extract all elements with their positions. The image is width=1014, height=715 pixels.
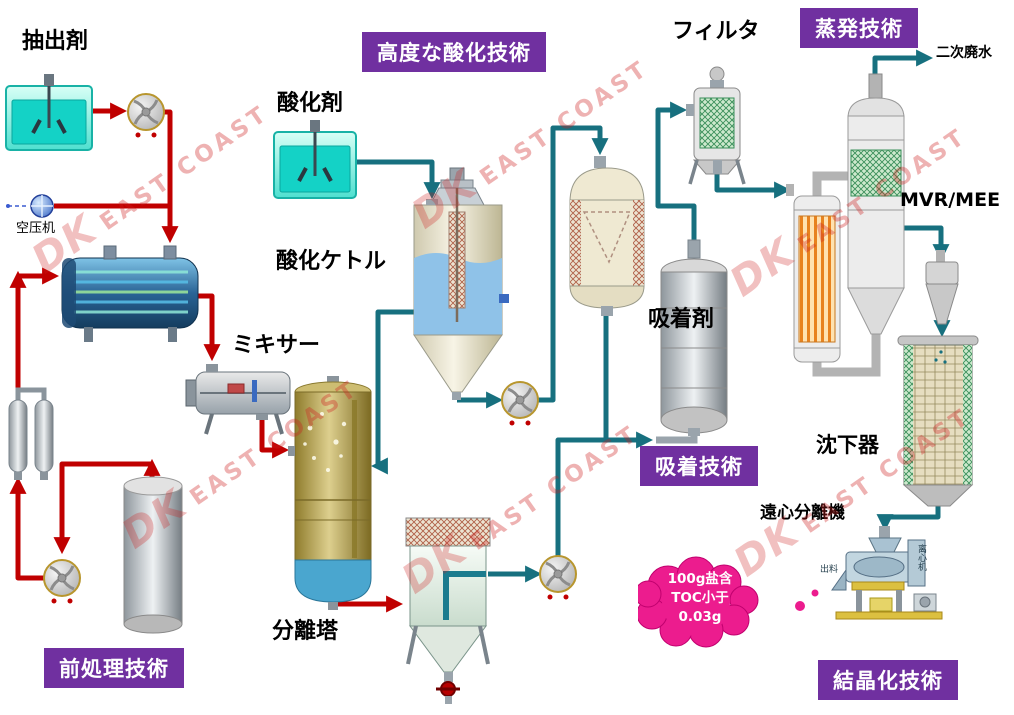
cyclone	[925, 250, 959, 325]
extraction-tank	[5, 74, 93, 151]
cone-bottom-vessel	[405, 517, 491, 704]
settler	[897, 335, 979, 507]
toc-line-3: 0.03g	[678, 609, 722, 625]
oxidation-kettle	[413, 167, 509, 400]
toc-line-2: TOC小于	[671, 590, 729, 606]
toc-callout-text: 100g盐含 TOC小于 0.03g	[638, 570, 762, 627]
heat-exchanger	[61, 245, 199, 342]
filter-unit	[686, 66, 746, 185]
cloud-shape	[638, 556, 759, 648]
feed-pump	[126, 92, 166, 139]
label-centrifuge: 遠心分離機	[760, 503, 845, 523]
resin-columns	[8, 387, 54, 480]
label-filter: フィルタ	[672, 19, 760, 44]
label-adsorbent: 吸着剤	[648, 307, 715, 332]
label-oxidation-kettle: 酸化ケトル	[276, 249, 387, 274]
discharge-tag: 出料	[820, 563, 838, 575]
label-air-compressor: 空压机	[16, 221, 56, 236]
storage-cylinder	[123, 476, 183, 634]
toc-line-1: 100g盐含	[667, 571, 733, 587]
centrifuge-machine: 离心机 出料	[820, 526, 943, 620]
label-separation-tower: 分離塔	[272, 619, 339, 644]
kettle-discharge-pump	[500, 380, 540, 427]
mixer-unit	[185, 364, 291, 435]
banner-crystallization: 結晶化技術	[818, 660, 958, 700]
recycle-pump	[42, 558, 82, 605]
callout-tail-dots	[795, 589, 819, 611]
separation-tower	[288, 376, 372, 610]
buffer-vessel	[569, 156, 645, 316]
oxidant-tank	[273, 120, 357, 199]
teal-flow-lines	[357, 49, 951, 583]
red-flow-lines	[9, 102, 404, 613]
adsorber-column	[656, 239, 728, 444]
label-settler: 沈下器	[816, 433, 879, 457]
banner-pretreatment: 前処理技術	[44, 648, 184, 688]
banner-evaporation: 蒸発技術	[800, 8, 918, 48]
label-secondary-wastewater: 二次廃水	[936, 45, 992, 61]
vapor-separator	[847, 73, 905, 335]
centrifuge-machine-tag: 离心机	[916, 543, 927, 572]
transfer-pump	[538, 554, 578, 601]
air-compressor	[6, 194, 54, 218]
evaporator	[786, 171, 881, 377]
label-extractant: 抽出剤	[22, 29, 89, 54]
label-mixer: ミキサー	[232, 333, 321, 358]
banner-adsorption: 吸着技術	[640, 446, 758, 486]
toc-callout: 100g盐含 TOC小于 0.03g	[638, 556, 768, 658]
label-mvr-mee: MVR/MEE	[900, 189, 1001, 211]
label-oxidant: 酸化剤	[277, 91, 344, 116]
banner-advanced-oxidation: 高度な酸化技術	[362, 32, 546, 72]
